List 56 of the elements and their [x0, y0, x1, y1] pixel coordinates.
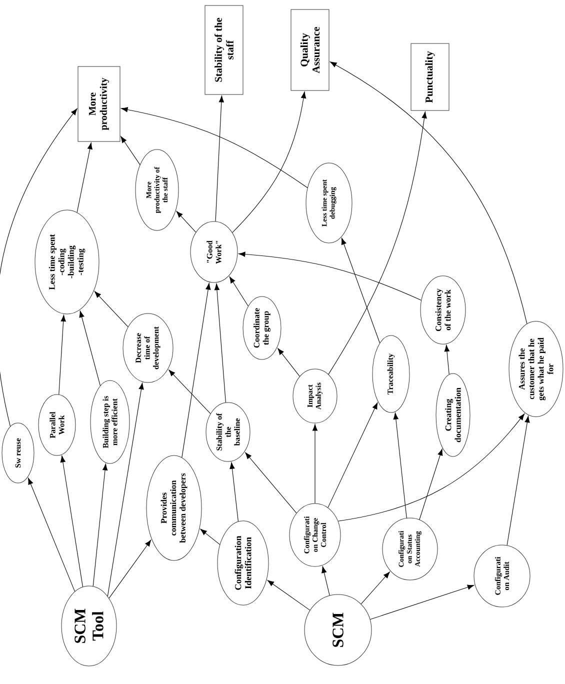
rectangle-node: Punctuality [410, 43, 450, 111]
arrow [338, 414, 525, 522]
ellipse-node: Configuration Identification [217, 520, 269, 606]
ellipse-node: Traceability [372, 335, 410, 413]
arrow [330, 62, 528, 324]
arrow [341, 238, 380, 344]
arrow [60, 456, 84, 588]
arrow [322, 566, 330, 596]
arrow [94, 291, 128, 328]
ellipse-node: "Good Work" [190, 221, 238, 283]
arrow [0, 108, 78, 427]
arrow [370, 584, 474, 620]
arrow [506, 416, 530, 546]
ellipse-node: Assures the customer that he gets what he paid for [508, 321, 564, 417]
arrow [108, 540, 152, 598]
arrow [176, 211, 196, 232]
arrow [58, 314, 66, 395]
ellipse-node: SCM [304, 594, 372, 666]
ellipse-node: Coordinate the group [242, 296, 282, 360]
arrow [328, 112, 427, 375]
ellipse-node: Creating documentation [436, 373, 470, 457]
arrow [267, 580, 310, 610]
arrow [168, 370, 211, 414]
arrow [328, 402, 378, 508]
arrow [79, 310, 101, 386]
rectangle-node: Stability of the staff [204, 5, 244, 95]
arrow [215, 96, 224, 222]
arrow [232, 92, 306, 233]
arrow [444, 344, 450, 375]
arrow [312, 424, 318, 504]
rectangle-node: More productivity [78, 66, 120, 142]
ellipse-node: Less time spent -coding -building -testing [34, 210, 100, 314]
ellipse-node: Provides communication between developers [146, 455, 202, 561]
arrow [245, 452, 297, 514]
ellipse-node: Building step is more efficient [90, 380, 130, 464]
arrow [92, 464, 108, 586]
arrow [28, 478, 76, 592]
arrow [214, 283, 226, 403]
rectangle-node: Quality Assurance [290, 9, 330, 91]
ellipse-node: Stability of the baseline [206, 402, 250, 462]
ellipse-node: SCM Tool [61, 586, 117, 666]
arrow [182, 283, 211, 458]
arrow [120, 136, 140, 165]
arrow [76, 142, 92, 213]
arrow [107, 382, 144, 596]
ellipse-node: Parallel Work [38, 394, 76, 456]
arrow [278, 348, 300, 377]
arrow [419, 448, 443, 520]
arrow [229, 276, 248, 306]
arrow [230, 462, 239, 522]
arrow [393, 412, 407, 518]
arrow [200, 528, 220, 545]
ellipse-node: Consistency of the work [420, 276, 466, 344]
arrow [360, 572, 390, 604]
arrow [121, 107, 308, 188]
arrow [238, 252, 422, 300]
